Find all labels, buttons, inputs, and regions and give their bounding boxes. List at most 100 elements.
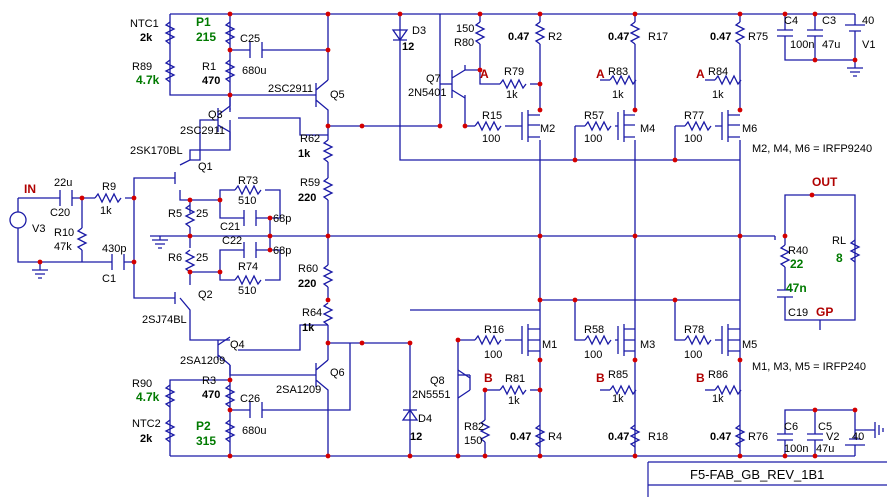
label-r59-value: 220 [298, 192, 316, 204]
label-ntc2-value: 2k [140, 433, 153, 445]
label-q2-type: 2SJ74BL [142, 314, 187, 326]
label-r40: R40 [788, 245, 808, 257]
label-r85: R85 [608, 369, 628, 381]
label-r2: R2 [548, 31, 562, 43]
label-c19-value: 47n [786, 281, 807, 295]
net-label-a-1: A [480, 67, 489, 81]
label-r73-value: 510 [238, 195, 256, 207]
label-c20: C20 [50, 207, 70, 219]
label-r78: R78 [684, 324, 704, 336]
port-out: OUT [812, 175, 838, 189]
label-m4: M4 [640, 123, 655, 135]
label-d3: D3 [412, 25, 426, 37]
label-q7-type: 2N5401 [408, 87, 447, 99]
label-r5: R5 [168, 208, 182, 220]
label-c26: C26 [240, 393, 260, 405]
label-r4-value: 0.47 [510, 431, 531, 443]
label-r5-value: 25 [196, 208, 208, 220]
label-ntc2: NTC2 [132, 418, 161, 430]
label-c1-value: 430p [102, 243, 126, 255]
label-r1: R1 [202, 61, 216, 73]
net-label-b-1: B [484, 371, 493, 385]
label-r83: R83 [608, 66, 628, 78]
port-in: IN [24, 182, 36, 196]
label-r85-value: 1k [612, 393, 624, 405]
label-ntc1-value: 2k [140, 32, 153, 44]
label-c21-value: 68p [273, 213, 291, 225]
label-q3-type: 2SC2911 [180, 125, 225, 137]
output-load [774, 194, 861, 330]
q5-transistor [230, 79, 329, 126]
label-d3-value: 12 [402, 41, 414, 53]
label-r3: R3 [202, 375, 216, 387]
label-r86-value: 1k [712, 393, 724, 405]
label-r90: R90 [132, 378, 152, 390]
label-c4-value: 100n [790, 39, 814, 51]
label-r75: R75 [748, 31, 768, 43]
label-ntc1: NTC1 [130, 18, 159, 30]
label-q3: Q3 [208, 109, 223, 121]
label-r75-value: 0.47 [710, 31, 731, 43]
label-r76: R76 [748, 431, 768, 443]
label-q2: Q2 [198, 289, 213, 301]
label-c3: C3 [822, 15, 836, 27]
label-r74: R74 [238, 261, 258, 273]
label-d4: D4 [418, 413, 432, 425]
label-rl-value: 8 [836, 251, 843, 265]
label-r18: R18 [648, 431, 668, 443]
label-r2-value: 0.47 [508, 31, 529, 43]
label-r83-value: 1k [612, 89, 624, 101]
label-d4-value: 12 [410, 431, 422, 443]
label-c6: C6 [784, 421, 798, 433]
port-gp: GP [816, 305, 833, 319]
label-p1-value: 215 [196, 30, 216, 44]
label-q1-type: 2SK170BL [130, 145, 183, 157]
label-r74-value: 510 [238, 285, 256, 297]
label-r62-value: 1k [298, 148, 311, 160]
label-r89: R89 [132, 61, 152, 73]
label-c21: C21 [220, 221, 240, 233]
title-block [647, 461, 887, 497]
label-r58: R58 [584, 324, 604, 336]
label-r3-value: 470 [202, 389, 220, 401]
note-nch: M1, M3, M5 = IRFP240 [752, 361, 866, 373]
label-r17: R17 [648, 31, 668, 43]
label-r79-value: 1k [506, 89, 518, 101]
label-c22: C22 [222, 235, 242, 247]
label-r64: R64 [302, 307, 322, 319]
label-v1-value: 40 [862, 15, 874, 27]
label-r1-value: 470 [202, 75, 220, 87]
net-label-a-3: A [696, 67, 705, 81]
label-r57: R57 [584, 110, 604, 122]
label-q8: Q8 [430, 375, 445, 387]
supply-upper [777, 14, 865, 77]
label-r15: R15 [482, 110, 502, 122]
label-m6: M6 [742, 123, 757, 135]
label-p2: P2 [196, 419, 211, 433]
label-r62: R62 [300, 133, 320, 145]
label-c20-value: 22u [54, 177, 72, 189]
label-m1: M1 [542, 339, 557, 351]
label-r77: R77 [684, 110, 704, 122]
label-c5: C5 [818, 421, 832, 433]
label-c3-value: 47u [822, 39, 840, 51]
label-q8-type: 2N5551 [412, 389, 451, 401]
label-c22-value: 68p [273, 245, 291, 257]
label-r40-value: 22 [790, 257, 804, 271]
label-r84: R84 [708, 66, 728, 78]
label-r77-value: 100 [684, 133, 702, 145]
q3-transistor [190, 95, 328, 161]
upper-bias-network [164, 14, 329, 110]
label-r18-value: 0.47 [608, 431, 629, 443]
label-m3: M3 [640, 339, 655, 351]
label-c25: C25 [240, 33, 260, 45]
label-r4: R4 [548, 431, 562, 443]
net-label-b-2: B [596, 371, 605, 385]
note-pch: M2, M4, M6 = IRFP9240 [752, 143, 872, 155]
label-m2: M2 [540, 123, 555, 135]
label-v1: V1 [862, 39, 875, 51]
label-v2-value: 40 [852, 431, 864, 443]
label-c19: C19 [788, 307, 808, 319]
net-label-a-2: A [596, 67, 605, 81]
